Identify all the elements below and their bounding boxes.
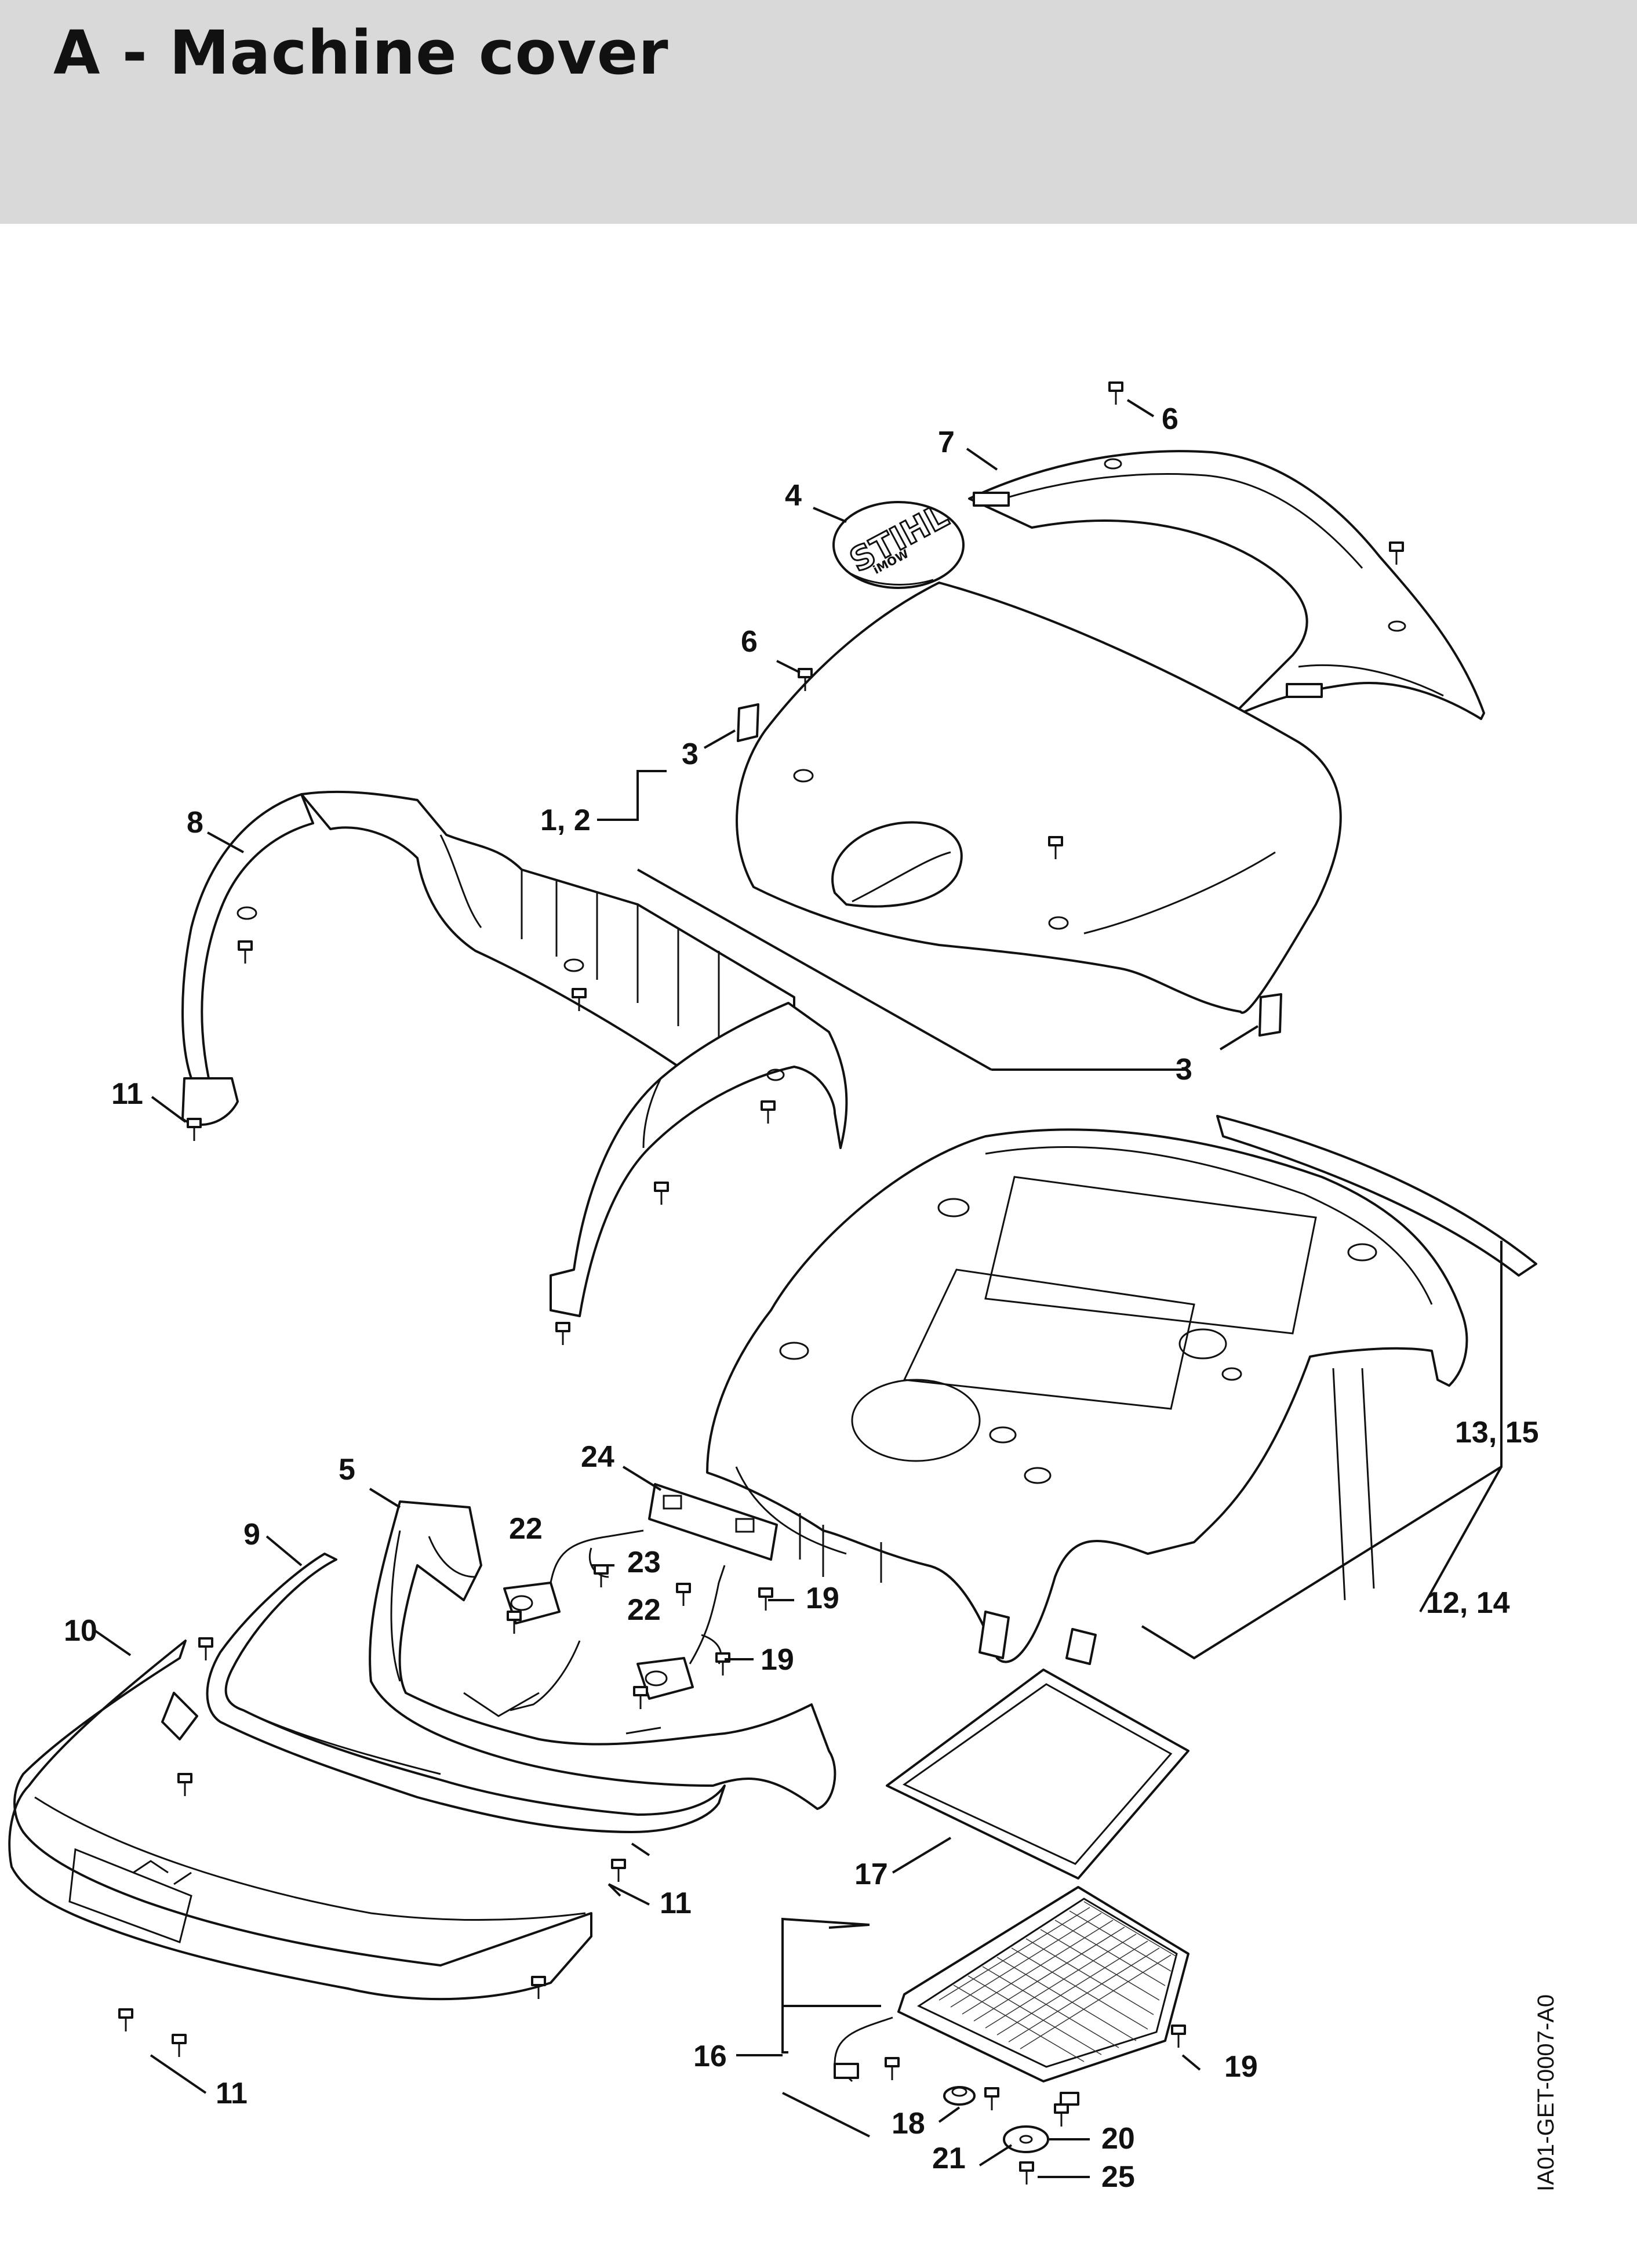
callout-21: 21 <box>932 2142 966 2175</box>
screws <box>118 381 1404 2185</box>
screw <box>715 1652 730 1675</box>
callout-8: 8 <box>187 806 203 839</box>
callout-5: 5 <box>339 1453 355 1486</box>
part-bumper-trim <box>206 1553 726 1833</box>
callout-1-2: 1, 2 <box>540 804 591 837</box>
callout-4: 4 <box>785 479 802 513</box>
part-front-frame <box>369 1500 836 1810</box>
callout-22-left: 22 <box>509 1512 543 1546</box>
callout-17: 17 <box>854 1858 888 1891</box>
screw <box>654 1182 669 1205</box>
part-rear-arch-frame <box>181 790 795 1126</box>
callout-9: 9 <box>243 1518 260 1551</box>
panel-grid <box>938 1901 1177 2062</box>
screw <box>758 1587 773 1611</box>
callout-3-lower: 3 <box>1176 1053 1192 1086</box>
callout-6-mid: 6 <box>741 625 758 659</box>
callout-20: 20 <box>1101 2122 1135 2156</box>
screw <box>1171 2025 1186 2048</box>
callout-22-right: 22 <box>627 1593 661 1627</box>
callout-10: 10 <box>64 1614 97 1648</box>
part-pad-lower <box>1258 993 1282 1037</box>
part-side-strip <box>1216 1115 1537 1277</box>
header-band: A - Machine cover <box>0 0 1637 224</box>
screw <box>1108 381 1123 405</box>
screw <box>676 1583 691 1606</box>
callout-18: 18 <box>892 2107 925 2140</box>
callout-11-right: 11 <box>660 1887 692 1920</box>
screw <box>172 2034 187 2057</box>
screw <box>984 2087 999 2110</box>
callout-12-14: 12, 14 <box>1426 1586 1510 1620</box>
callout-16: 16 <box>693 2040 727 2073</box>
screw <box>885 2057 900 2080</box>
part-front-arch <box>550 1002 848 1317</box>
part-top-cover <box>736 581 1342 1014</box>
part-washer-nut <box>943 2086 1049 2153</box>
part-logo-badge: STIHL iMOW <box>832 496 965 589</box>
screw <box>761 1100 776 1124</box>
screw <box>177 1773 192 1796</box>
callout-23: 23 <box>627 1546 661 1579</box>
part-connector-block <box>648 1483 778 1561</box>
callout-11-bottom: 11 <box>216 2077 248 2110</box>
callout-3-upper: 3 <box>682 737 699 771</box>
screw <box>1389 541 1404 565</box>
part-handle-bar <box>968 450 1485 720</box>
screw <box>572 988 587 1011</box>
part-seal <box>886 1669 1189 1880</box>
callouts: 6 7 4 6 3 1, 2 8 3 11 24 13, 15 5 22 9 2… <box>64 402 1539 2194</box>
leader-lines <box>92 399 1503 2178</box>
screw <box>1048 836 1063 859</box>
screw <box>611 1859 626 1882</box>
screw <box>1019 2161 1034 2185</box>
screw <box>555 1322 570 1345</box>
screw <box>633 1686 648 1709</box>
callout-11-left: 11 <box>111 1077 143 1111</box>
drawing-reference: IA01-GET-0007-A0 <box>1533 1994 1559 2191</box>
callout-24: 24 <box>581 1440 614 1474</box>
part-control-panel <box>834 1886 1189 2106</box>
callout-13-15: 13, 15 <box>1455 1416 1539 1449</box>
screw <box>507 1611 522 1634</box>
callout-7: 7 <box>938 426 955 459</box>
part-pad-upper <box>737 703 759 742</box>
part-bumper-assembly <box>8 1640 592 2001</box>
screw <box>198 1637 213 1660</box>
part-chassis-housing <box>706 1128 1468 1665</box>
screw <box>1054 2103 1069 2127</box>
screw <box>187 1118 202 1141</box>
page-title: A - Machine cover <box>53 17 669 88</box>
screw <box>238 940 253 964</box>
callout-19-lower: 19 <box>1224 2050 1258 2084</box>
callout-19-upper: 19 <box>806 1582 839 1615</box>
screw <box>118 2008 133 2031</box>
callout-25: 25 <box>1101 2160 1135 2194</box>
callout-19-mid: 19 <box>761 1643 794 1677</box>
callout-6-top: 6 <box>1162 402 1178 436</box>
screw <box>531 1976 546 1999</box>
